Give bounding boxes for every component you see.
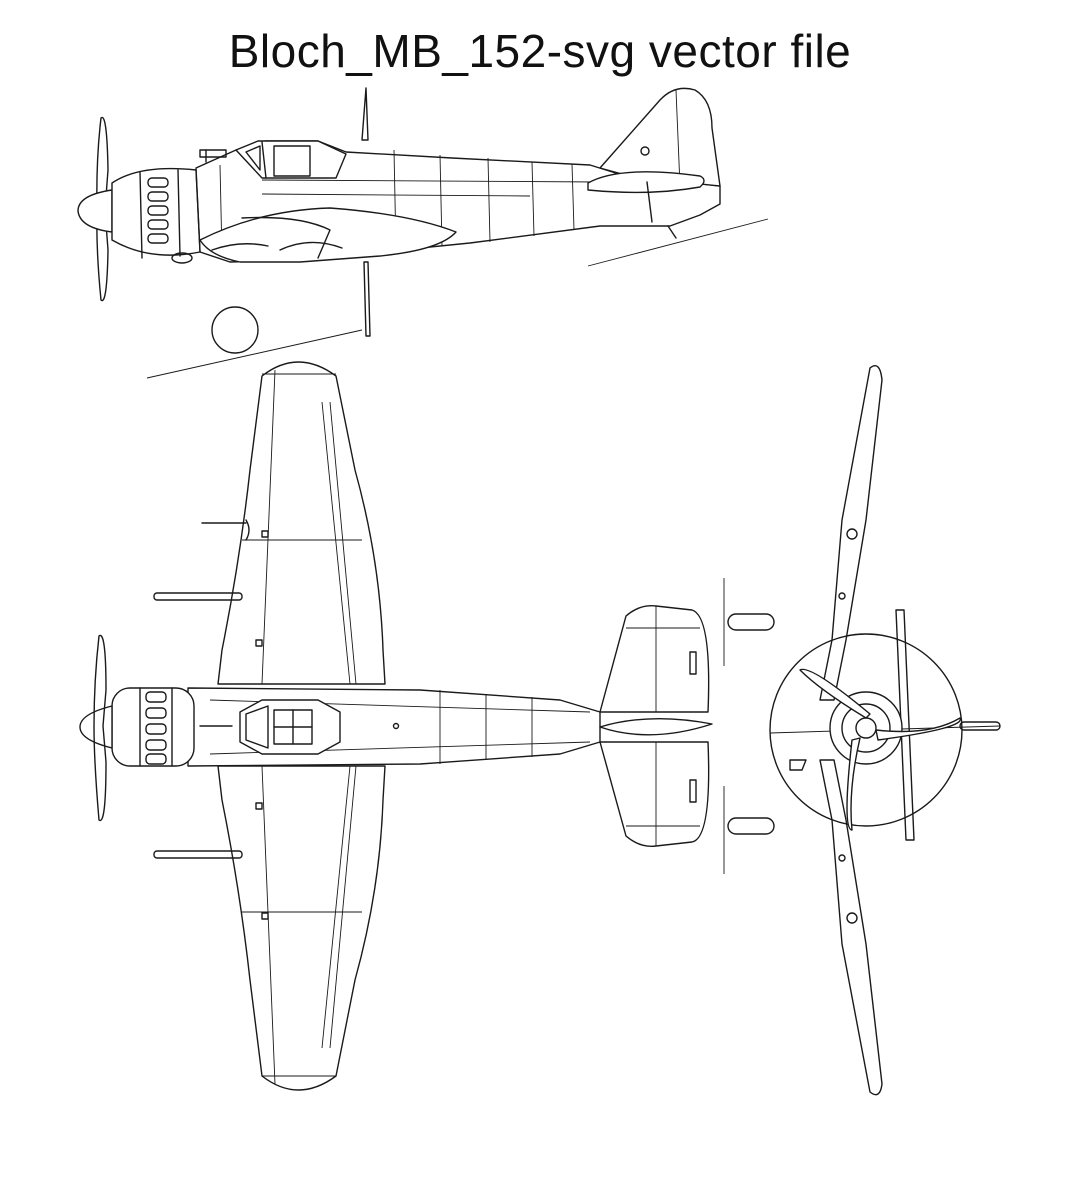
propeller-top bbox=[94, 635, 106, 820]
wing-right bbox=[218, 766, 385, 1090]
landing-wheel bbox=[212, 307, 258, 353]
cowling-ring bbox=[178, 170, 180, 256]
wing-front-lower bbox=[820, 760, 882, 1095]
wing-tip-upper bbox=[362, 88, 368, 140]
horizontal-stabilizer bbox=[588, 172, 704, 193]
canopy-frame bbox=[274, 146, 310, 176]
fuselage-stripe bbox=[262, 180, 600, 182]
wing-cannons bbox=[154, 523, 246, 858]
propeller-spinner bbox=[78, 190, 112, 232]
cowling-ring bbox=[140, 172, 142, 258]
fuselage-stripe bbox=[262, 194, 530, 196]
propeller-blade bbox=[847, 738, 860, 830]
ground-line-tail bbox=[588, 219, 768, 266]
rudder-top bbox=[600, 719, 712, 735]
engine-cowling bbox=[112, 169, 200, 256]
engine-front bbox=[830, 692, 902, 764]
wing-front-upper bbox=[820, 366, 882, 700]
top-view bbox=[80, 362, 774, 1090]
propeller-blade bbox=[876, 718, 960, 740]
propeller-blades bbox=[97, 117, 108, 300]
page-title: Bloch_MB_152-svg vector file bbox=[228, 25, 852, 77]
spinner-top bbox=[80, 706, 112, 748]
propeller-blade bbox=[800, 669, 870, 718]
wing-left bbox=[218, 362, 385, 684]
side-view bbox=[78, 88, 768, 378]
stabilizer-left bbox=[600, 606, 709, 712]
landing-gear-leg bbox=[896, 610, 914, 840]
front-view bbox=[770, 366, 1000, 1095]
wing-tip-lower bbox=[364, 262, 370, 336]
ground-line-wheel bbox=[147, 330, 362, 378]
tail-fin bbox=[600, 88, 720, 186]
stabilizer-right bbox=[600, 742, 709, 846]
